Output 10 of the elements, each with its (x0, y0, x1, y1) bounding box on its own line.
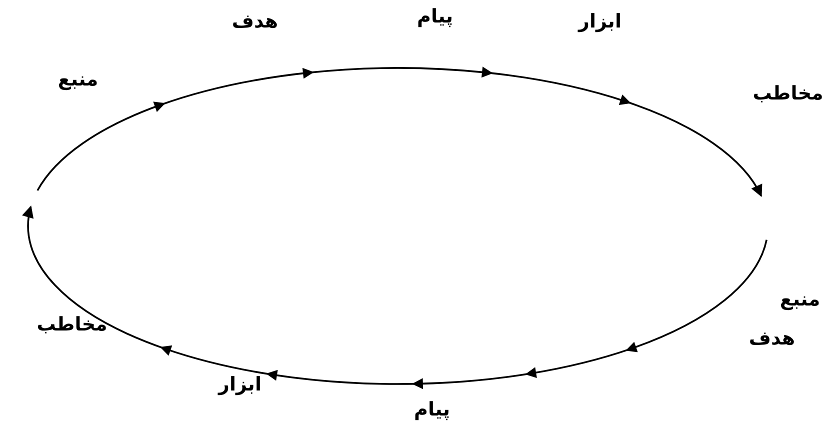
stage-label: پیام (417, 6, 453, 28)
stage-label: مخاطب (36, 314, 108, 336)
stage-label: هدف (232, 10, 278, 34)
stage-label: منبع (780, 288, 820, 312)
stage-label: ابزار (578, 10, 622, 34)
stage-label: ابزار (218, 374, 262, 396)
stage-label: پیام (414, 398, 450, 422)
stage-label: منبع (58, 68, 98, 92)
stage-label: هدف (748, 328, 796, 350)
stage-label: مخاطب (752, 82, 824, 106)
